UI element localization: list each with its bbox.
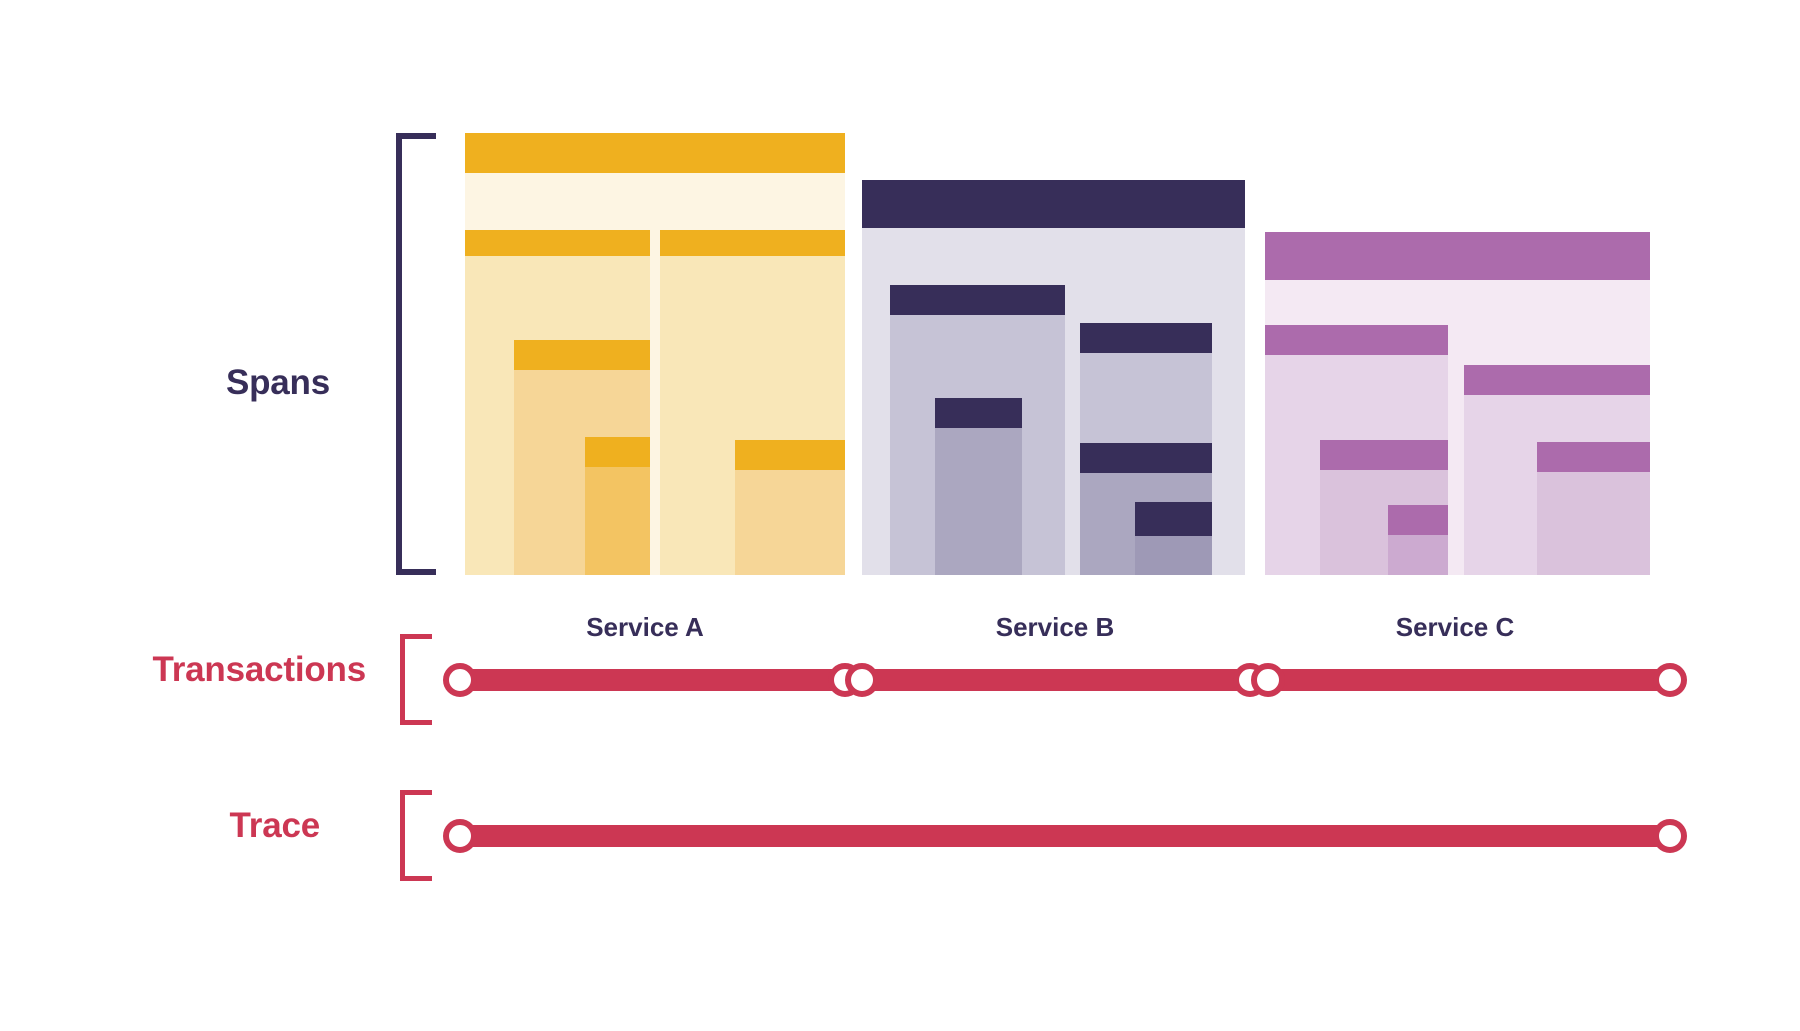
trace-bracket	[400, 790, 432, 881]
span-header-bar	[1320, 440, 1448, 470]
trace-start-node[interactable]	[443, 819, 477, 853]
spans-row-label: Spans	[225, 363, 330, 402]
span-group-service-b	[862, 180, 1245, 575]
span-bar[interactable]	[735, 440, 845, 575]
transaction-2-start-node[interactable]	[845, 663, 879, 697]
span-bar[interactable]	[1388, 505, 1448, 575]
transaction-1-bar[interactable]	[460, 669, 845, 691]
trace-bar[interactable]	[460, 825, 1670, 847]
span-header-bar	[935, 398, 1022, 428]
span-bar[interactable]	[1135, 502, 1212, 575]
span-header-bar	[1537, 442, 1650, 472]
span-header-bar	[1464, 365, 1650, 395]
span-header-bar	[465, 133, 845, 173]
span-header-bar	[1080, 443, 1212, 473]
span-header-bar	[1265, 232, 1650, 280]
span-header-bar	[1388, 505, 1448, 535]
transactions-bracket	[400, 634, 432, 725]
span-bar[interactable]	[585, 437, 650, 575]
span-header-bar	[1135, 502, 1212, 536]
span-header-bar	[1080, 323, 1212, 353]
transaction-3-start-node[interactable]	[1251, 663, 1285, 697]
span-header-bar	[890, 285, 1065, 315]
span-group-service-a	[465, 133, 845, 575]
transaction-2-bar[interactable]	[862, 669, 1250, 691]
transaction-3-end-node[interactable]	[1653, 663, 1687, 697]
service-caption-service-a: Service A	[586, 612, 704, 642]
span-header-bar	[465, 230, 650, 256]
spans-visualization	[465, 133, 1650, 575]
span-header-bar	[585, 437, 650, 467]
trace-row-label: Trace	[229, 806, 321, 845]
span-bar[interactable]	[935, 398, 1022, 575]
span-header-bar	[862, 180, 1245, 228]
transaction-1-start-node[interactable]	[443, 663, 477, 697]
trace-end-node[interactable]	[1653, 819, 1687, 853]
spans-bracket	[396, 133, 436, 575]
span-bar[interactable]	[1537, 442, 1650, 575]
transaction-3-bar[interactable]	[1268, 669, 1670, 691]
transactions-row-label: Transactions	[152, 650, 366, 689]
span-header-bar	[1265, 325, 1448, 355]
service-caption-service-c: Service C	[1395, 612, 1515, 642]
service-caption-service-b: Service B	[995, 612, 1115, 642]
span-group-service-c	[1265, 232, 1650, 575]
span-header-bar	[660, 230, 845, 256]
span-header-bar	[735, 440, 845, 470]
span-header-bar	[514, 340, 650, 370]
